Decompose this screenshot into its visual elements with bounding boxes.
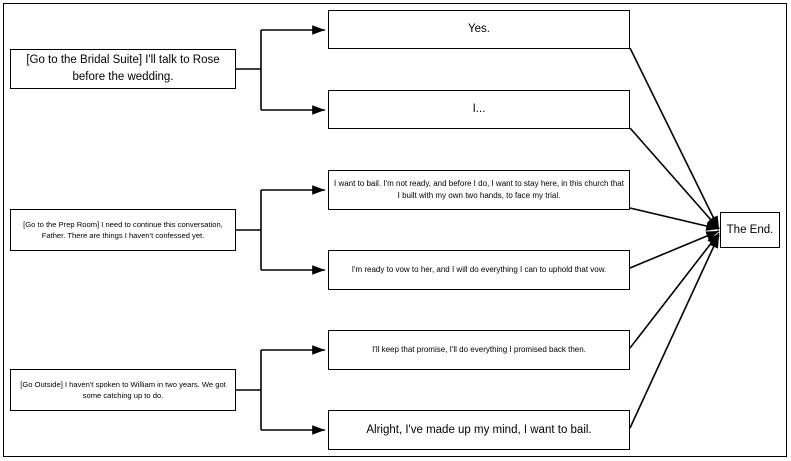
node-i-ellipsis[interactable]: I... — [328, 90, 630, 129]
node-want-to-bail[interactable]: I want to bail. I'm not ready, and befor… — [328, 170, 630, 210]
node-i-ellipsis-label: I... — [472, 103, 486, 116]
diagram-border — [3, 3, 787, 457]
node-bridal-suite-label: [Go to the Bridal Suite] I'll talk to Ro… — [26, 54, 220, 83]
node-keep-promise-label: I'll keep that promise, I'll do everythi… — [372, 345, 586, 355]
node-go-outside-label: [Go Outside] I haven't spoken to William… — [20, 380, 226, 400]
node-made-up-mind[interactable]: Alright, I've made up my mind, I want to… — [328, 410, 630, 450]
node-the-end-label: The End. — [726, 223, 774, 236]
node-go-outside[interactable]: [Go Outside] I haven't spoken to William… — [10, 369, 236, 411]
node-prep-room[interactable]: [Go to the Prep Room] I need to continue… — [10, 209, 236, 251]
node-yes-label: Yes. — [468, 23, 490, 36]
node-the-end[interactable]: The End. — [720, 212, 780, 248]
node-keep-promise[interactable]: I'll keep that promise, I'll do everythi… — [328, 330, 630, 370]
node-ready-to-vow[interactable]: I'm ready to vow to her, and I will do e… — [328, 250, 630, 290]
node-ready-to-vow-label: I'm ready to vow to her, and I will do e… — [351, 265, 607, 275]
node-want-to-bail-label: I want to bail. I'm not ready, and befor… — [334, 179, 624, 200]
node-bridal-suite[interactable]: [Go to the Bridal Suite] I'll talk to Ro… — [10, 49, 236, 89]
node-prep-room-label: [Go to the Prep Room] I need to continue… — [23, 220, 223, 240]
node-made-up-mind-label: Alright, I've made up my mind, I want to… — [366, 423, 592, 436]
node-yes[interactable]: Yes. — [328, 10, 630, 49]
